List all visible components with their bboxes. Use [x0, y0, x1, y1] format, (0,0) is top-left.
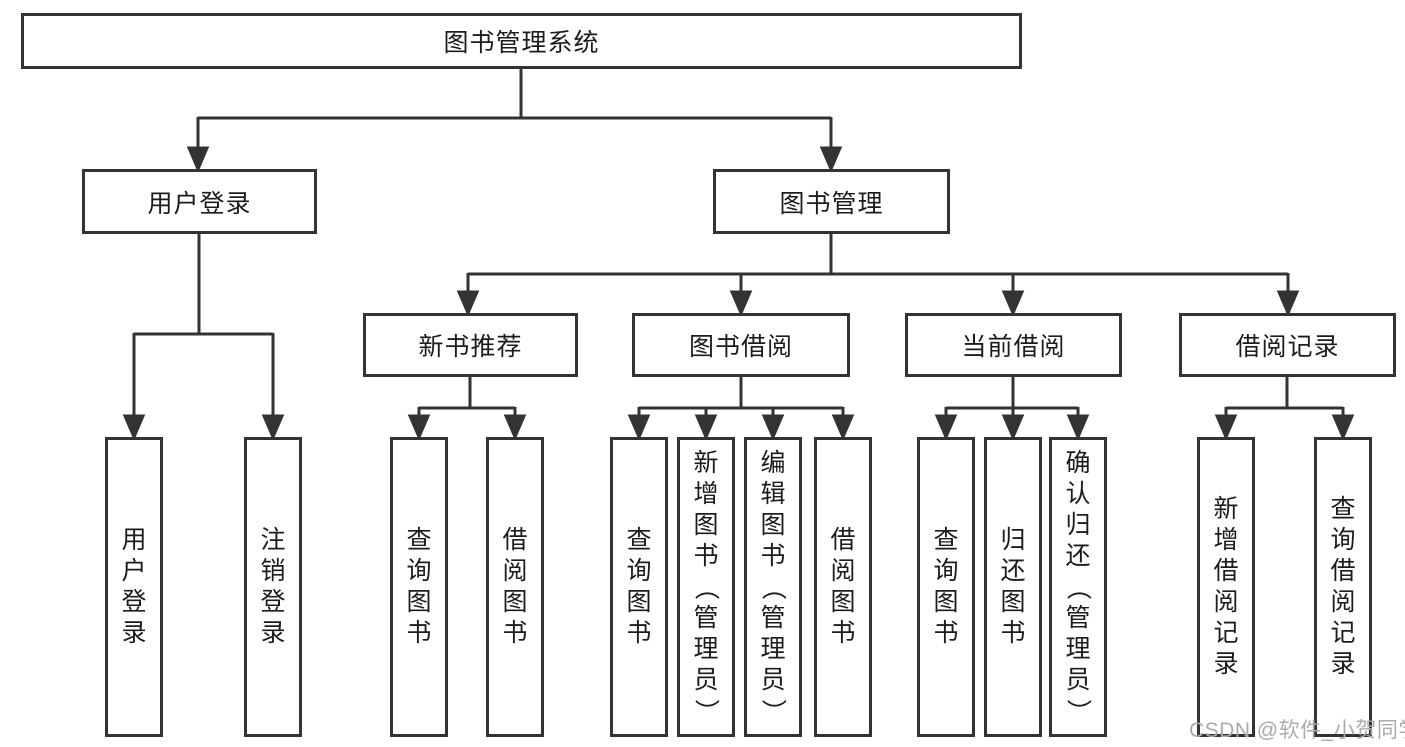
connector-login-children — [122, 234, 285, 441]
node-current-borrow: 当前借阅 — [905, 313, 1122, 377]
connector-mgmt-to-level3 — [456, 234, 1300, 317]
leaf-current-confirm-return-admin: 确认归还（管理员） — [1049, 437, 1107, 737]
leaf-logout: 注销登录 — [244, 437, 302, 737]
node-borrow-record: 借阅记录 — [1179, 313, 1396, 377]
connector-newbook-children — [407, 377, 527, 441]
leaf-borrow-query-book: 查询图书 — [610, 437, 668, 737]
leaf-borrow-edit-book-admin: 编辑图书（管理员） — [744, 437, 802, 737]
leaf-borrow-add-book-admin: 新增图书（管理员） — [677, 437, 735, 737]
node-user-login: 用户登录 — [82, 169, 317, 234]
node-new-book-recommend: 新书推荐 — [363, 313, 578, 377]
leaf-newbook-query-book: 查询图书 — [390, 437, 448, 737]
leaf-borrow-borrow-book: 借阅图书 — [814, 437, 872, 737]
watermark: CSDN @软件_小贺同学 — [1189, 719, 1405, 742]
leaf-record-query-record: 查询借阅记录 — [1314, 437, 1372, 737]
leaf-current-return-book: 归还图书 — [984, 437, 1042, 737]
connector-record-children — [1214, 377, 1355, 441]
node-root: 图书管理系统 — [21, 13, 1022, 69]
connector-current-children — [934, 377, 1090, 441]
connector-root-to-level2 — [186, 69, 843, 173]
node-book-management: 图书管理 — [713, 169, 950, 234]
connector-borrow-children — [627, 377, 855, 441]
leaf-record-add-record: 新增借阅记录 — [1197, 437, 1255, 737]
leaf-user-login: 用户登录 — [105, 437, 163, 737]
node-book-borrow: 图书借阅 — [632, 313, 850, 377]
leaf-current-query-book: 查询图书 — [917, 437, 975, 737]
leaf-newbook-borrow-book: 借阅图书 — [486, 437, 544, 737]
